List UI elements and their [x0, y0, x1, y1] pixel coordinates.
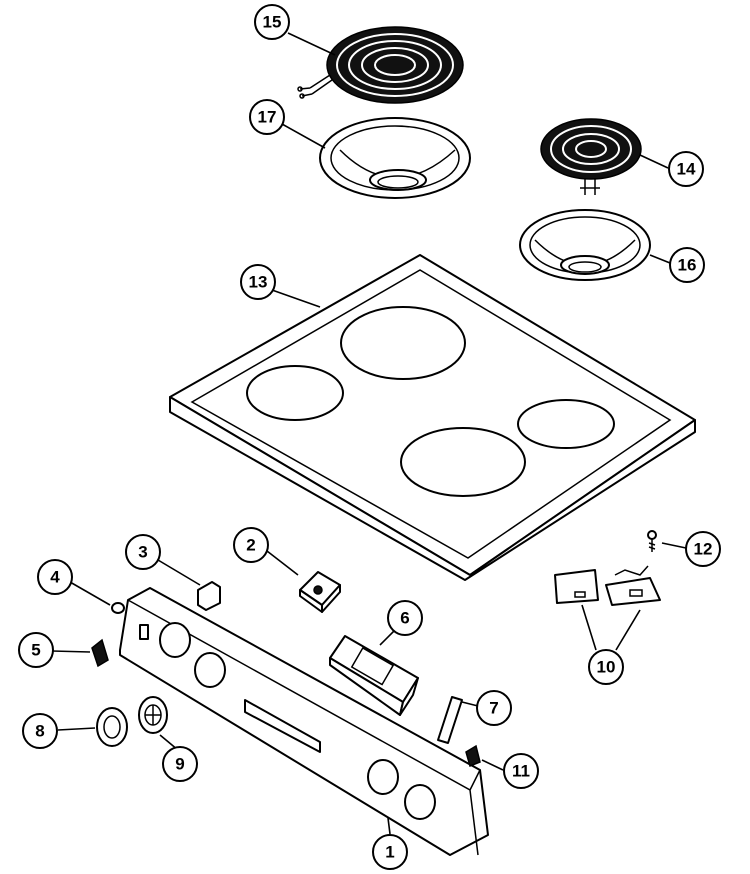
rocker-switch — [91, 638, 109, 668]
clip-part — [465, 744, 481, 768]
control-panel — [119, 587, 489, 856]
indicator-switch — [197, 581, 221, 611]
callout-7-label: 7 — [489, 699, 498, 718]
callout-1: 1 — [372, 834, 408, 870]
callout-13: 13 — [240, 264, 276, 300]
callout-12: 12 — [685, 531, 721, 567]
callout-14-label: 14 — [677, 160, 696, 179]
callout-1-label: 1 — [385, 843, 394, 862]
callout-4-label: 4 — [50, 568, 60, 587]
large-surface-element — [297, 26, 464, 104]
callout-5-label: 5 — [31, 641, 40, 660]
callout-10-label: 10 — [597, 658, 616, 677]
callout-16: 16 — [669, 247, 705, 283]
callout-11: 11 — [503, 753, 539, 789]
callout-15-label: 15 — [263, 13, 282, 32]
screw-part — [647, 530, 657, 552]
callout-11-label: 11 — [512, 762, 530, 781]
control-knob — [96, 707, 128, 747]
callout-2-label: 2 — [246, 536, 255, 555]
leader-lines — [51, 32, 687, 835]
callout-3: 3 — [125, 534, 161, 570]
switch-part — [299, 571, 341, 613]
control-boards — [554, 565, 661, 606]
callout-6: 6 — [387, 600, 423, 636]
knob-bezel — [138, 696, 168, 734]
callout-7: 7 — [476, 690, 512, 726]
callout-17-label: 17 — [258, 108, 277, 127]
callout-4: 4 — [37, 559, 73, 595]
callout-15: 15 — [254, 4, 290, 40]
callout-6-label: 6 — [400, 609, 409, 628]
bracket-part — [437, 696, 463, 744]
small-drip-pan — [519, 209, 651, 281]
callout-17: 17 — [249, 99, 285, 135]
callout-8: 8 — [22, 713, 58, 749]
callout-9-label: 9 — [175, 755, 184, 774]
callout-8-label: 8 — [35, 722, 44, 741]
callout-12-label: 12 — [694, 540, 713, 559]
large-drip-pan — [319, 117, 471, 199]
callout-9: 9 — [162, 746, 198, 782]
callout-3-label: 3 — [138, 543, 147, 562]
small-surface-element — [540, 118, 642, 195]
indicator-light — [111, 602, 125, 614]
callout-13-label: 13 — [249, 273, 268, 292]
callout-5: 5 — [18, 632, 54, 668]
callout-14: 14 — [668, 151, 704, 187]
callout-2: 2 — [233, 527, 269, 563]
callout-16-label: 16 — [678, 256, 697, 275]
electronic-control — [329, 635, 419, 716]
callout-10: 10 — [588, 649, 624, 685]
cooktop — [169, 254, 696, 581]
